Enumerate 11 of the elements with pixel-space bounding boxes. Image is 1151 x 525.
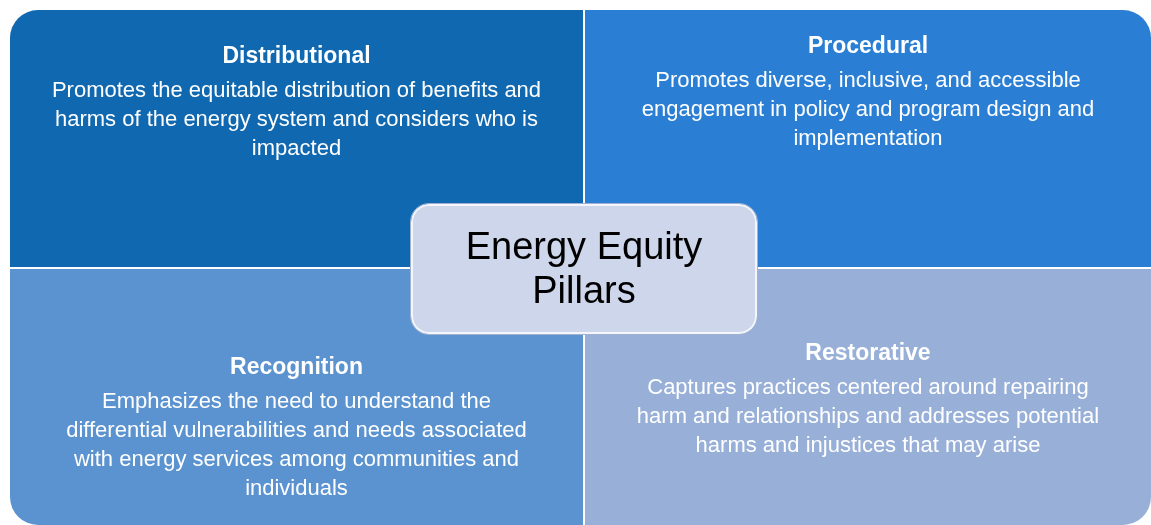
pillar-heading: Restorative <box>805 339 931 366</box>
pillar-description: Promotes the equitable distribution of benefits and harms of the energy system and considers who is impacted <box>50 76 543 163</box>
title-box <box>411 204 757 334</box>
title-text: Energy Equity Pillars <box>464 225 704 313</box>
pillar-description: Emphasizes the need to understand the differential vulnerabilities and needs associated with energy services among communities and individuals <box>65 387 528 503</box>
pillar-description: Promotes diverse, inclusive, and accessible engagement in policy and program design and implementation <box>640 66 1096 153</box>
pillar-heading: Distributional <box>222 42 371 69</box>
pillar-description: Captures practices centered around repairing harm and relationships and addresses potential harms and injustices that may arise <box>635 373 1101 460</box>
pillar-panel <box>585 10 1151 267</box>
pillar-heading: Recognition <box>230 353 363 380</box>
pillar-heading: Procedural <box>807 32 929 59</box>
